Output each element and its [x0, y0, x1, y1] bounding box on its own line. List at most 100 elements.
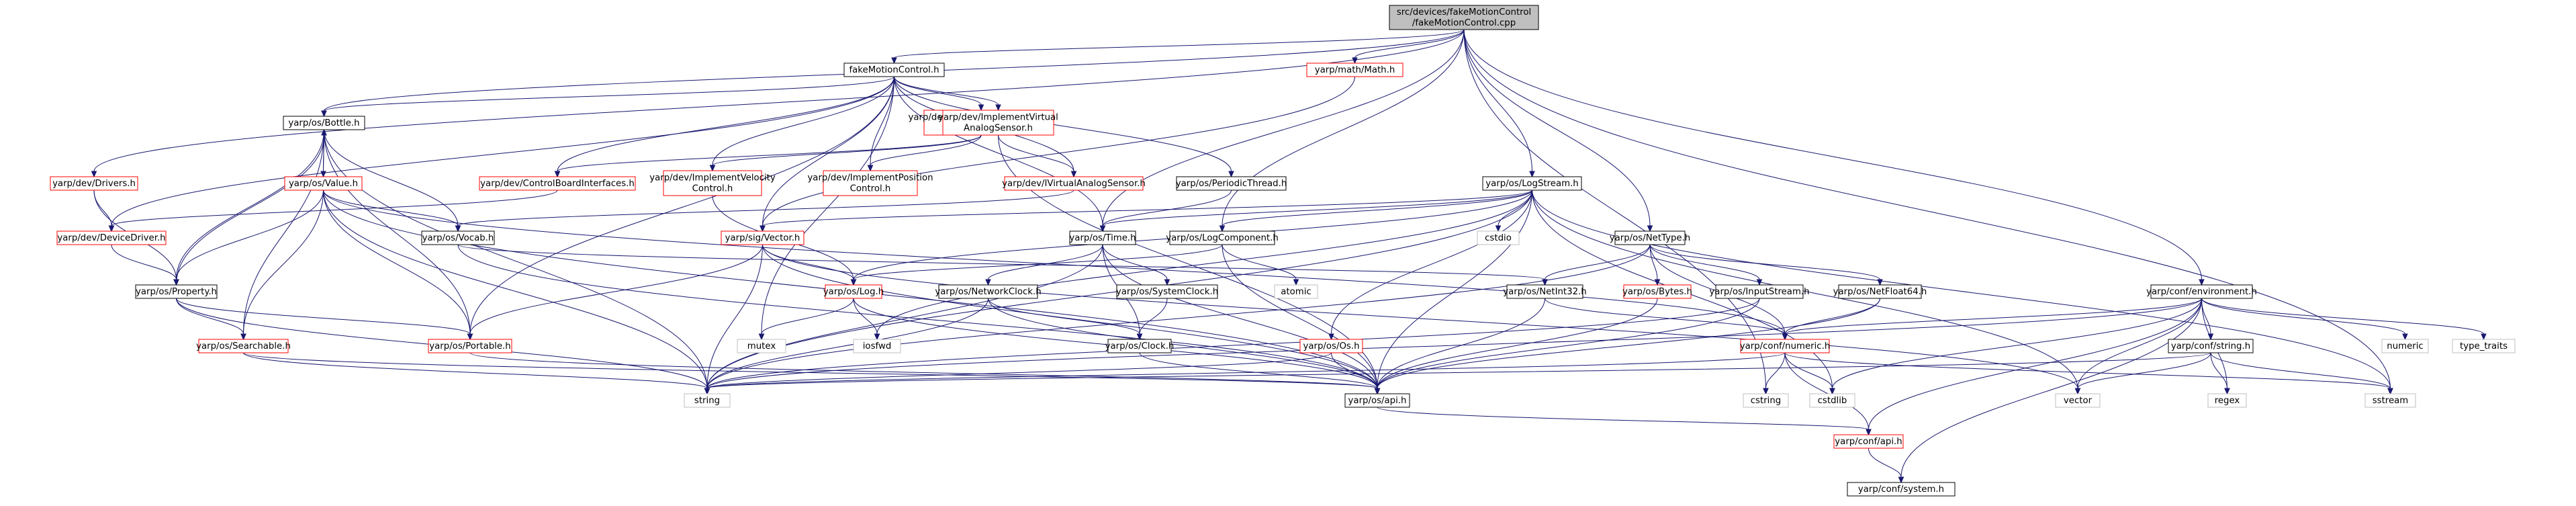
edge-fmc_h-to-cbi [557, 76, 894, 172]
node-box [1176, 176, 1287, 191]
node-label: string [694, 396, 720, 406]
node-box [1107, 339, 1172, 353]
edge-value-to-property [176, 189, 324, 280]
edge-logstream-to-sig_vector [762, 189, 1532, 226]
edge-sig_vector-to-os_api [762, 244, 1378, 389]
edge-arrowhead-conf_string-to-x_vector [2074, 388, 2081, 395]
node-ivas[interactable]: yarp/dev/IVirtualAnalogSensor.h [1002, 176, 1146, 191]
edge-root-to-logstream [1463, 29, 1532, 172]
edge-ivas_impl-to-ivas [998, 134, 1074, 172]
node-netint32[interactable]: yarp/os/NetInt32.h [1503, 284, 1587, 299]
node-logcomp[interactable]: yarp/os/LogComponent.h [1166, 230, 1279, 245]
edge-root-to-time [1102, 29, 1465, 226]
node-label: cstring [1751, 396, 1781, 406]
node-netclock[interactable]: yarp/os/NetworkClock.h [935, 284, 1042, 299]
edge-root-to-drivers [93, 29, 1465, 172]
node-box [2150, 284, 2253, 299]
node-label: yarp/os/Clock.h [1105, 341, 1175, 351]
edge-nettype-to-inputstream [1649, 244, 1760, 280]
node-value[interactable]: yarp/os/Value.h [284, 176, 363, 191]
node-netfloat64[interactable]: yarp/os/NetFloat64.h [1833, 284, 1927, 299]
node-x-iosfwd: iosfwd [853, 339, 901, 353]
node-device-driver[interactable]: yarp/dev/DeviceDriver.h [56, 230, 167, 245]
node-sysclock[interactable]: yarp/os/SystemClock.h [1116, 284, 1218, 299]
node-conf-env[interactable]: yarp/conf/environment.h [2146, 284, 2257, 299]
edge-conf_env-to-x_numeric [2201, 298, 2405, 335]
edge-arrowhead-os_h-to-os_api [1374, 388, 1381, 395]
node-label: sstream [2373, 396, 2409, 406]
node-x-string: string [684, 393, 731, 408]
node-bottle[interactable]: yarp/os/Bottle.h [283, 116, 365, 130]
node-os-h[interactable]: yarp/os/Os.h [1299, 339, 1363, 353]
node-label: yarp/os/Log.h [823, 287, 884, 297]
node-conf-system[interactable]: yarp/conf/system.h [1847, 482, 1956, 497]
node-conf-numeric[interactable]: yarp/conf/numeric.h [1740, 339, 1831, 353]
node-label: yarp/os/Value.h [289, 179, 358, 189]
node-box [428, 339, 512, 353]
node-label: yarp/conf/environment.h [2146, 287, 2257, 297]
node-label: src/devices/fakeMotionControl [1397, 7, 1531, 17]
node-yarp-math[interactable]: yarp/math/Math.h [1306, 62, 1404, 77]
edge-arrowhead-logcomp-to-log [850, 279, 857, 286]
node-logstream[interactable]: yarp/os/LogStream.h [1482, 176, 1582, 191]
node-label: yarp/math/Math.h [1315, 65, 1395, 75]
node-vocab[interactable]: yarp/os/Vocab.h [421, 230, 495, 245]
edge-conf_numeric-to-x_cstdlib [1784, 352, 1833, 389]
node-box [823, 170, 918, 196]
node-sig-vector[interactable]: yarp/sig/Vector.h [721, 230, 804, 245]
edge-sig_vector-to-x_string [706, 244, 763, 389]
edge-conf_numeric-to-x_sstream [1784, 352, 2391, 389]
edge-arrowhead-time-to-sysclock [1164, 279, 1170, 286]
node-os-api[interactable]: yarp/os/api.h [1344, 393, 1410, 408]
node-label: cstdlib [1818, 396, 1847, 406]
node-time[interactable]: yarp/os/Time.h [1069, 230, 1136, 245]
node-label: type_traits [2460, 341, 2508, 351]
node-nettype[interactable]: yarp/os/NetType.h [1610, 230, 1690, 245]
node-portable[interactable]: yarp/os/Portable.h [428, 339, 512, 353]
node-inputstream[interactable]: yarp/os/InputStream.h [1709, 284, 1810, 299]
node-periodic[interactable]: yarp/os/PeriodicThread.h [1176, 176, 1287, 191]
node-searchable[interactable]: yarp/os/Searchable.h [196, 339, 291, 353]
node-cbi[interactable]: yarp/dev/ControlBoardInterfaces.h [479, 176, 636, 191]
node-box [684, 393, 731, 408]
edge-fmc_h-to-x_mutex [761, 76, 894, 335]
edge-logstream-to-logcomp [1222, 189, 1532, 226]
node-drivers[interactable]: yarp/dev/Drivers.h [50, 176, 138, 191]
node-root[interactable]: src/devices/fakeMotionControl/fakeMotion… [1389, 5, 1539, 30]
edges-layer [91, 29, 2487, 484]
node-conf-string[interactable]: yarp/conf/string.h [2168, 339, 2254, 353]
edge-arrowhead-ivas_impl-to-ivas [1070, 171, 1077, 178]
node-conf-api[interactable]: yarp/conf/api.h [1833, 434, 1904, 449]
edge-arrowhead-log-to-x_mutex [758, 333, 765, 341]
edge-root-to-yarp_math [1354, 29, 1465, 58]
edge-cbi-to-device_driver [111, 189, 558, 226]
node-box [1477, 230, 1520, 245]
edge-logstream-to-x_sstream [1532, 189, 2391, 389]
node-label: vector [2064, 396, 2092, 406]
node-label: yarp/sig/Vector.h [725, 233, 800, 243]
node-box [843, 62, 945, 77]
node-label: yarp/dev/Drivers.h [52, 179, 136, 189]
node-fmc-h[interactable]: fakeMotionControl.h [843, 62, 945, 77]
edge-arrowhead-fmc_h-to-bottle [321, 110, 327, 118]
edge-value-to-conf_numeric [323, 189, 1786, 335]
node-property[interactable]: yarp/os/Property.h [135, 284, 218, 299]
node-box [2452, 339, 2516, 353]
edge-netfloat64-to-conf_numeric [1784, 298, 1880, 335]
edge-device_driver-to-property [111, 244, 177, 280]
node-clock[interactable]: yarp/os/Clock.h [1105, 339, 1175, 353]
edge-root-to-fmc_h [894, 29, 1465, 58]
node-x-numeric: numeric [2381, 339, 2429, 353]
node-box [2168, 339, 2254, 353]
node-label: yarp/os/NetworkClock.h [935, 287, 1041, 297]
edge-arrowhead-sysclock-to-clock [1136, 333, 1143, 341]
node-bytes[interactable]: yarp/os/Bytes.h [1622, 284, 1692, 299]
edge-arrowhead-conf_string-to-x_string [704, 388, 710, 395]
node-log[interactable]: yarp/os/Log.h [823, 284, 884, 299]
node-box [1715, 284, 1804, 299]
node-x-regex: regex [2207, 393, 2247, 408]
node-box [1274, 284, 1318, 299]
